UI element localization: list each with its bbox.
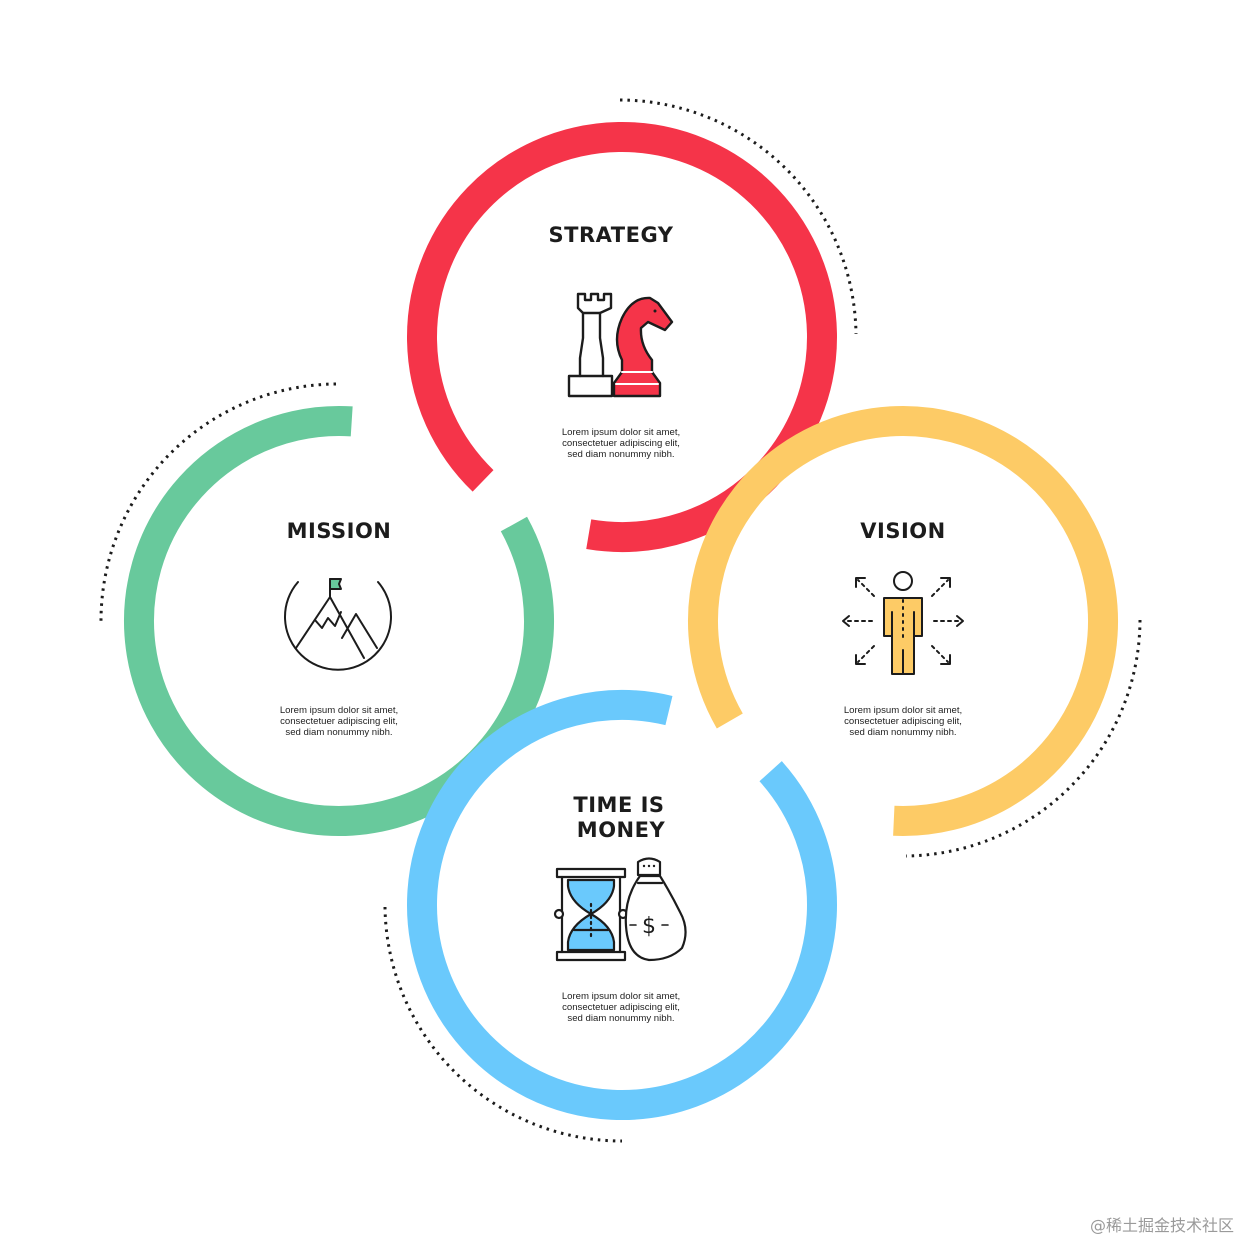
svg-text:$: $ — [642, 914, 656, 939]
vision-desc-line1: Lorem ipsum dolor sit amet, — [844, 705, 962, 716]
dotted-arc-left — [99, 382, 337, 623]
strategy-desc-line1: Lorem ipsum dolor sit amet, — [562, 427, 680, 438]
vision-desc-line3: sed diam nonummy nibh. — [849, 727, 956, 738]
dotted-arc-bottom-left — [383, 906, 623, 1143]
mission-ring — [124, 406, 554, 836]
mission-section: MISSION Lorem ipsum dolor sit amet, cons… — [280, 519, 398, 738]
vision-title: VISION — [860, 519, 945, 543]
person-arrows-icon — [842, 571, 964, 675]
money-title-line1: TIME IS — [573, 793, 664, 817]
strategy-title: STRATEGY — [549, 223, 674, 247]
mission-desc-line1: Lorem ipsum dolor sit amet, — [280, 705, 398, 716]
mission-desc-line2: consectetuer adipiscing elit, — [280, 716, 398, 727]
money-desc-line3: sed diam nonummy nibh. — [567, 1013, 674, 1024]
rings — [124, 122, 1118, 1120]
money-desc-line1: Lorem ipsum dolor sit amet, — [562, 991, 680, 1002]
vision-ring — [688, 406, 1118, 836]
vision-section: VISION — [842, 519, 964, 738]
vision-desc-line2: consectetuer adipiscing elit, — [844, 716, 962, 727]
hourglass-moneybag-icon: $ — [553, 857, 687, 962]
money-section: TIME IS MONEY $ Lorem ipsum dolor — [553, 793, 687, 1024]
dotted-arc-top-right — [619, 98, 858, 335]
mission-desc-line3: sed diam nonummy nibh. — [285, 727, 392, 738]
money-ring — [407, 690, 837, 1120]
strategy-section: STRATEGY Lorem ipsum dolor sit amet, con… — [549, 223, 681, 460]
money-desc-line2: consectetuer adipiscing elit, — [562, 1002, 680, 1013]
money-title-line2: MONEY — [577, 818, 666, 842]
mountain-flag-icon — [284, 578, 392, 671]
strategy-desc-line3: sed diam nonummy nibh. — [567, 449, 674, 460]
mission-title: MISSION — [287, 519, 392, 543]
strategy-desc-line2: consectetuer adipiscing elit, — [562, 438, 680, 449]
dotted-arc-right — [905, 619, 1142, 858]
dotted-arcs — [99, 98, 1142, 1143]
chess-icon — [567, 292, 674, 398]
watermark: @稀土掘金技术社区 — [1089, 1216, 1234, 1235]
